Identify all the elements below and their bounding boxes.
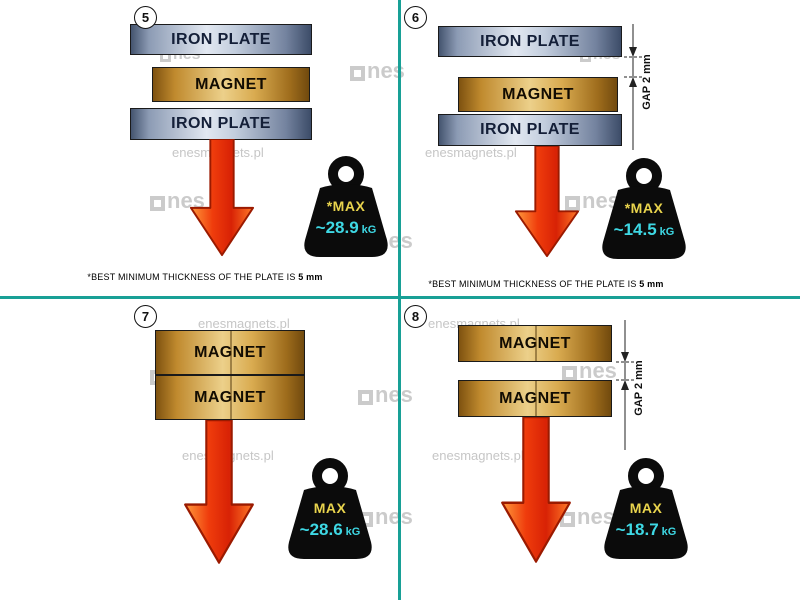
footnote-text: *BEST MINIMUM THICKNESS OF THE PLATE IS [428, 279, 640, 289]
weight-value-number: ~28.9 [315, 218, 359, 237]
kettlebell-icon [304, 156, 388, 257]
pull-force-arrow-icon [184, 420, 254, 564]
footnote: *BEST MINIMUM THICKNESS OF THE PLATE IS … [404, 279, 688, 289]
gap-dimension [624, 24, 642, 150]
brand-logo: nes [350, 60, 405, 81]
brand-logo-mark [150, 195, 165, 211]
magnet-block-bottom: MAGNET [155, 375, 305, 420]
magnet-split-line [230, 376, 232, 419]
pull-force-arrow-icon [501, 417, 571, 563]
weight-unit: kG [345, 526, 361, 538]
magnet-split-line [535, 381, 537, 416]
magnet-block-bottom: MAGNET [458, 380, 612, 417]
magnet-label: MAGNET [502, 85, 574, 103]
divider-horizontal [0, 296, 800, 299]
watermark-text: enesmagnets.pl [432, 448, 524, 463]
brand-logo-mark [565, 195, 580, 211]
divider-vertical [398, 0, 401, 600]
brand-logo-mark [358, 389, 373, 405]
panel-number: 8 [404, 305, 427, 328]
brand-logo: nes [562, 360, 617, 381]
kettlebell-icon [604, 458, 688, 559]
magnet-label: MAGNET [195, 75, 267, 93]
watermark-text: enesmagnets.pl [425, 145, 517, 160]
brand-logo-mark [562, 365, 577, 381]
iron-plate-top: IRON PLATE [130, 24, 312, 55]
iron-plate-label: IRON PLATE [171, 30, 271, 48]
gap-label: GAP 2 mm [641, 54, 653, 110]
iron-plate-label: IRON PLATE [480, 121, 580, 138]
weight-max-label: MAX [313, 500, 347, 516]
iron-plate-top: IRON PLATE [438, 26, 622, 57]
magnet-label: MAGNET [499, 334, 571, 352]
footnote-strong: 5 mm [639, 279, 664, 289]
magnet-block-top: MAGNET [458, 325, 612, 362]
iron-plate-bottom: IRON PLATE [438, 114, 622, 146]
magnet-block: MAGNET [152, 67, 310, 102]
brand-logo: nes [560, 506, 615, 527]
watermark-text: enesmagnets.pl [198, 316, 290, 331]
panel-number: 5 [134, 6, 157, 29]
footnote: *BEST MINIMUM THICKNESS OF THE PLATE IS … [52, 272, 358, 282]
footnote-strong: 5 mm [298, 272, 323, 282]
weight-max-label: *MAX [326, 198, 366, 214]
weight-value-number: ~28.6 [299, 520, 343, 539]
pull-force-arrow-icon [514, 146, 580, 258]
brand-logo: nes [565, 190, 620, 211]
iron-plate-label: IRON PLATE [171, 115, 271, 132]
kettlebell-icon [602, 158, 686, 259]
magnet-split-line [535, 326, 537, 361]
brand-logo: nes [358, 384, 413, 405]
footnote-text: *BEST MINIMUM THICKNESS OF THE PLATE IS [87, 272, 299, 282]
magnet-block-top: MAGNET [155, 330, 305, 375]
brand-logo-mark [560, 511, 575, 527]
magnet-block: MAGNET [458, 77, 618, 112]
weight-unit: kG [661, 526, 677, 538]
iron-plate-bottom: IRON PLATE [130, 108, 312, 140]
weight-unit: kG [659, 226, 675, 238]
magnet-label: MAGNET [499, 389, 571, 407]
weight-unit: kG [361, 224, 377, 236]
magnet-label: MAGNET [194, 388, 266, 406]
weight-value-number: ~14.5 [613, 220, 657, 239]
panel-number: 7 [134, 305, 157, 328]
magnet-split-line [230, 331, 232, 374]
magnet-label: MAGNET [194, 343, 266, 361]
panel-number: 6 [404, 6, 427, 29]
kettlebell-icon [288, 458, 372, 559]
gap-label: GAP 2 mm [633, 360, 645, 416]
iron-plate-label: IRON PLATE [480, 32, 580, 50]
weight-max-label: MAX [629, 500, 663, 516]
pull-force-arrow-icon [189, 139, 255, 257]
weight-max-label: *MAX [624, 200, 664, 216]
brand-logo: nes [150, 190, 205, 211]
weight-value-number: ~18.7 [615, 520, 659, 539]
brand-logo-mark [350, 65, 365, 81]
gap-dimension [616, 320, 634, 450]
